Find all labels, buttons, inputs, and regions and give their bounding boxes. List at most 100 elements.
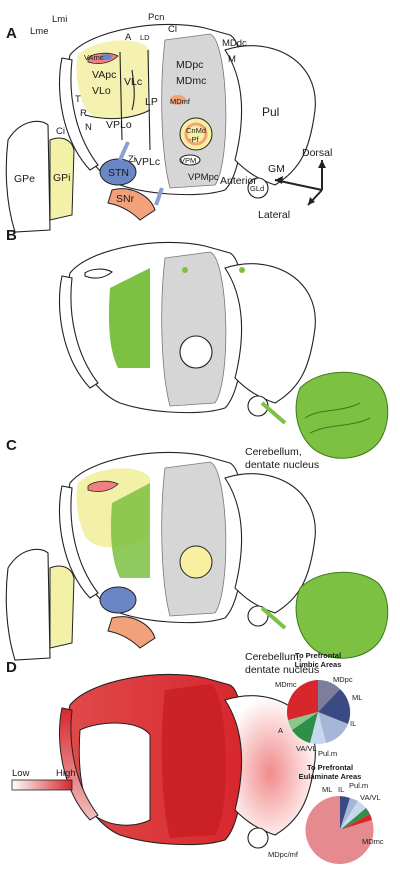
trn-b [58, 275, 99, 389]
pie2-label-mdpcmf: MDpc/mf [268, 850, 299, 859]
pie1-slice-a [288, 712, 318, 730]
stn-c [99, 586, 137, 614]
stn-a [99, 158, 137, 186]
label-pcn: Pcn [148, 12, 164, 23]
cnmd-circle-b [179, 335, 213, 369]
label-vamc: VAmc [84, 53, 104, 62]
pie1-title-2: Limbic Areas [295, 660, 342, 669]
gpi-c [49, 565, 75, 649]
legend-high: High [56, 768, 76, 779]
label-zi: Zi [128, 154, 136, 165]
vamc-c [87, 480, 119, 492]
pie1-slice-il [318, 712, 348, 743]
label-cl: Cl [168, 24, 177, 35]
cerebellum-label-c-1: Cerebellum, [245, 651, 302, 663]
label-mdmc: MDmc [176, 75, 206, 87]
trn-a [58, 57, 99, 171]
gpe-a [5, 120, 51, 233]
label-a: A [125, 32, 132, 43]
pie1-label-vavl: VA/VL [296, 744, 317, 753]
pie2-slice-pulm [340, 801, 366, 830]
label-t: T [75, 94, 81, 105]
panel-letter-b: B [6, 227, 17, 244]
green-dot-b1 [182, 267, 188, 273]
pie1-title-1: To Prefrontal [295, 651, 341, 660]
snr-c [107, 616, 156, 649]
label-n: N [85, 122, 92, 133]
label-gpi: GPi [53, 172, 71, 184]
panel-letter-a: A [6, 25, 17, 42]
label-vplo: VPLo [106, 119, 132, 131]
pie-limbic: To Prefrontal Limbic Areas MDmc MDpc ML … [275, 651, 362, 758]
green-region-c [110, 483, 150, 578]
pie2-title-2: Eulaminate Areas [299, 772, 362, 781]
label-stn: STN [108, 167, 129, 179]
panel-c: C Cerebellum, dentate nucleus [5, 437, 389, 676]
cnmd-ring-a [184, 122, 208, 146]
label-vpm: VPM [180, 156, 196, 165]
label-snr: SNr [116, 193, 135, 205]
medial-region-b [161, 251, 227, 407]
pie2-label-pulm: Pul.m [349, 781, 368, 790]
pie1-slice-vavl [292, 712, 318, 743]
pie2-title-1: To Prefrontal [307, 763, 353, 772]
cerebellum-c: Cerebellum, dentate nucleus [245, 571, 389, 676]
md-red-d [161, 684, 226, 838]
pie2-slice-mdmc [340, 814, 372, 830]
panel-d: D Low High To Prefrontal Limbic Areas [6, 651, 384, 864]
medial-region-a [161, 33, 227, 189]
label-vlc: VLc [124, 76, 142, 88]
label-dorsal: Dorsal [302, 147, 332, 159]
pie1-label-pulm: Pul.m [318, 749, 337, 758]
panel-letter-d: D [6, 659, 17, 676]
pie1-label-mdpc: MDpc [333, 675, 353, 684]
pie2-slice-ml [340, 796, 350, 830]
label-vpmpc: VPMpc [188, 172, 219, 183]
trn-d [58, 707, 99, 821]
label-mdpc: MDpc [176, 59, 203, 71]
vpm-ellipse-a [179, 154, 201, 166]
gld-a [247, 177, 269, 199]
label-gm: GM [268, 163, 285, 175]
label-mdmf: MDmf [170, 97, 191, 106]
label-vplc: VPLc [135, 156, 160, 168]
label-pf: -Pf [189, 135, 200, 144]
label-anterior: Anterior [220, 175, 257, 187]
vamc-blue-spot-a [100, 54, 112, 60]
internal-lines-a [84, 49, 151, 151]
pie2-label-ml: ML [322, 785, 332, 794]
label-lmi: Lmi [52, 14, 67, 25]
panel-a: A Lmi Lme Pcn Cl A LD VA [5, 12, 332, 233]
arrows-a [118, 141, 164, 206]
snr-a [107, 188, 156, 221]
orientation-compass: Anterior Dorsal Lateral [220, 147, 332, 221]
cerebellum-b: Cerebellum, dentate nucleus [245, 371, 389, 471]
label-cnmd: CnMd [186, 126, 206, 135]
pie1-label-a: A [278, 726, 283, 735]
cerebellum-label-b-2: dentate nucleus [245, 459, 319, 471]
pie1-slice-mdmc [286, 680, 318, 720]
label-ci: Ci [56, 126, 65, 137]
pie1-label-ml: ML [352, 693, 362, 702]
pie2-label-vavl: VA/VL [360, 793, 381, 802]
gld-d [247, 827, 269, 849]
green-vl-region-b [108, 268, 150, 368]
pie1-slice-mdpc [318, 680, 340, 712]
label-lp: LP [145, 96, 158, 108]
label-vlo: VLo [92, 85, 111, 97]
label-pul: Pul [262, 105, 279, 119]
label-m: M [228, 54, 236, 65]
pulvinar-c [224, 473, 316, 614]
pie2-slice-mdpcmf [305, 795, 374, 864]
panel-letter-c: C [6, 437, 17, 454]
legend-low: Low [12, 768, 30, 779]
label-mddc: MDdc [222, 38, 247, 49]
pie1-label-il: IL [350, 719, 356, 728]
pie1-label-mdmc: MDmc [275, 680, 297, 689]
cerebellum-label-c-2: dentate nucleus [245, 664, 319, 676]
pie-eulaminate: To Prefrontal Eulaminate Areas ML IL Pul… [268, 763, 384, 864]
gpi-a [49, 137, 75, 221]
label-lateral: Lateral [258, 209, 290, 221]
pie1-slice-pulm [310, 712, 326, 745]
